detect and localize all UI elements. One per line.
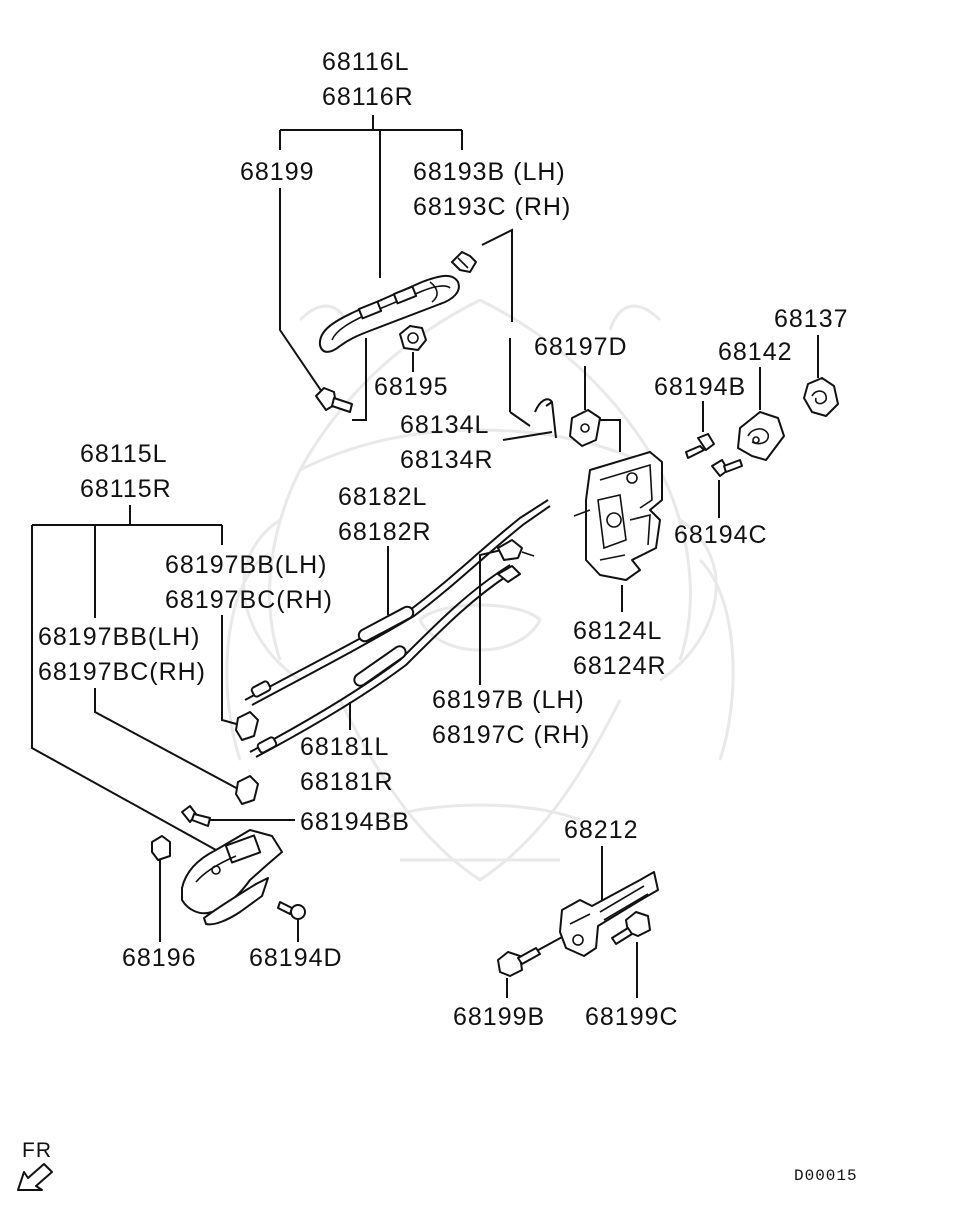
key-cylinder-cap [451,251,477,273]
handle-nut [399,325,427,351]
striker-shim [803,377,839,417]
label-68194bb: 68194BB [300,808,410,836]
striker [737,411,785,461]
label-68181r: 68181R [300,768,394,796]
label-68195: 68195 [374,373,449,401]
door-latch-assembly [573,451,663,581]
label-68124r: 68124R [573,652,667,680]
label-68193c: 68193C (RH) [413,193,571,221]
label-68197b: 68197B (LH) [432,686,585,714]
striker-screw [685,433,715,459]
cable-clip [497,539,535,561]
door-checker [559,871,659,957]
label-68182l: 68182L [338,483,427,511]
label-68197bb-upper: 68197BB(LH) [165,551,327,579]
label-68194c: 68194C [674,521,768,549]
label-68115l: 68115L [80,440,168,468]
front-direction-arrow-icon [17,1163,53,1191]
label-68197d: 68197D [534,333,628,361]
label-68116l: 68116L [322,48,410,76]
label-68137: 68137 [774,305,849,333]
release-cable [249,564,521,758]
label-68181l: 68181L [300,733,389,761]
label-68115r: 68115R [80,475,172,503]
label-68197bc-upper: 68197BC(RH) [165,586,333,614]
handle-clip-nut [151,835,171,861]
label-68142: 68142 [718,338,793,366]
checker-bolt-right [611,911,651,945]
label-68124l: 68124L [573,617,662,645]
label-68199: 68199 [240,158,315,186]
samurai-helmet-watermark-icon [225,298,735,882]
label-68196: 68196 [122,944,197,972]
label-68134r: 68134R [400,446,494,474]
orientation-label: FR [22,1139,52,1162]
label-68194b: 68194B [654,373,746,401]
inner-handle-screw-lower [277,901,306,920]
latch-screw [711,459,743,477]
label-68197bb-lower: 68197BB(LH) [38,623,200,651]
rod-clip [569,409,601,447]
leader-lines [31,115,819,998]
label-68212: 68212 [564,816,639,844]
cable-clip-lower [235,775,259,805]
lock-rod [534,398,557,439]
label-68199b: 68199B [453,1003,545,1031]
part-labels: 68116L 68116R 68199 68193B (LH) 68193C (… [38,48,849,1031]
lock-cable [244,499,551,706]
drawing-code: D00015 [794,1167,858,1185]
label-68134l: 68134L [400,411,489,439]
orientation-indicator: FR [17,1139,53,1191]
cable-clip-upper [235,711,259,741]
label-68182r: 68182R [338,518,432,546]
label-68193b: 68193B (LH) [413,158,566,186]
outside-door-handle [318,275,460,353]
label-68116r: 68116R [322,83,414,111]
inner-handle-screw [181,805,211,827]
label-68197c: 68197C (RH) [432,721,590,749]
label-68197bc-lower: 68197BC(RH) [38,658,206,686]
inside-door-handle [181,829,283,926]
checker-bolt-left [497,947,541,977]
label-68199c: 68199C [585,1003,679,1031]
label-68194d: 68194D [249,944,343,972]
handle-bolt [315,387,353,413]
